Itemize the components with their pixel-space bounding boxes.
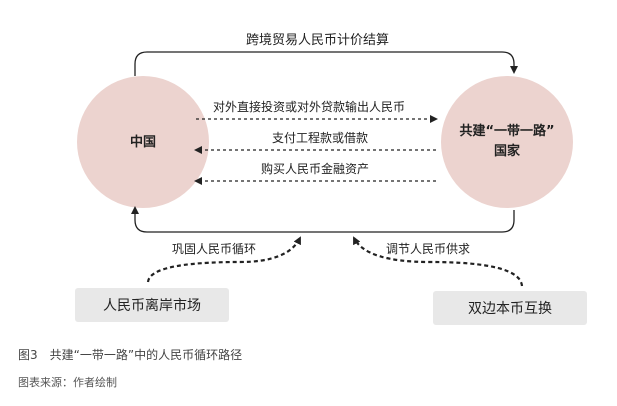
bottom-loop-arrow [131,206,515,233]
china-circle [77,76,209,208]
diagram-canvas [77,51,573,287]
top-loop-label: 跨境贸易人民币计价结算 [246,33,390,48]
china-label: 中国 [129,135,156,150]
belt-road-circle [441,76,573,208]
top-loop-arrow [134,51,518,76]
flow2-label: 支付工程款或借款 [272,131,369,145]
right-feed-arrow [353,236,524,287]
left-feed-label: 巩固人民币循环 [172,242,257,256]
right-feed-label: 调节人民币供求 [386,242,471,256]
belt-road-label-line2: 国家 [493,144,520,159]
flow3-label: 购买人民币金融资产 [261,162,370,176]
belt-road-label-line1: 共建“一带一路” [459,124,555,139]
figure-source: 图表来源：作者绘制 [18,376,117,389]
currency-swap-box: 双边本币互换 [433,291,587,325]
offshore-market-box: 人民币离岸市场 [75,288,229,322]
flow1-label: 对外直接投资或对外贷款输出人民币 [213,100,406,114]
figure-caption: 图3 共建“一带一路”中的人民币循环路径 [18,348,243,362]
left-feed-arrow [146,236,301,283]
